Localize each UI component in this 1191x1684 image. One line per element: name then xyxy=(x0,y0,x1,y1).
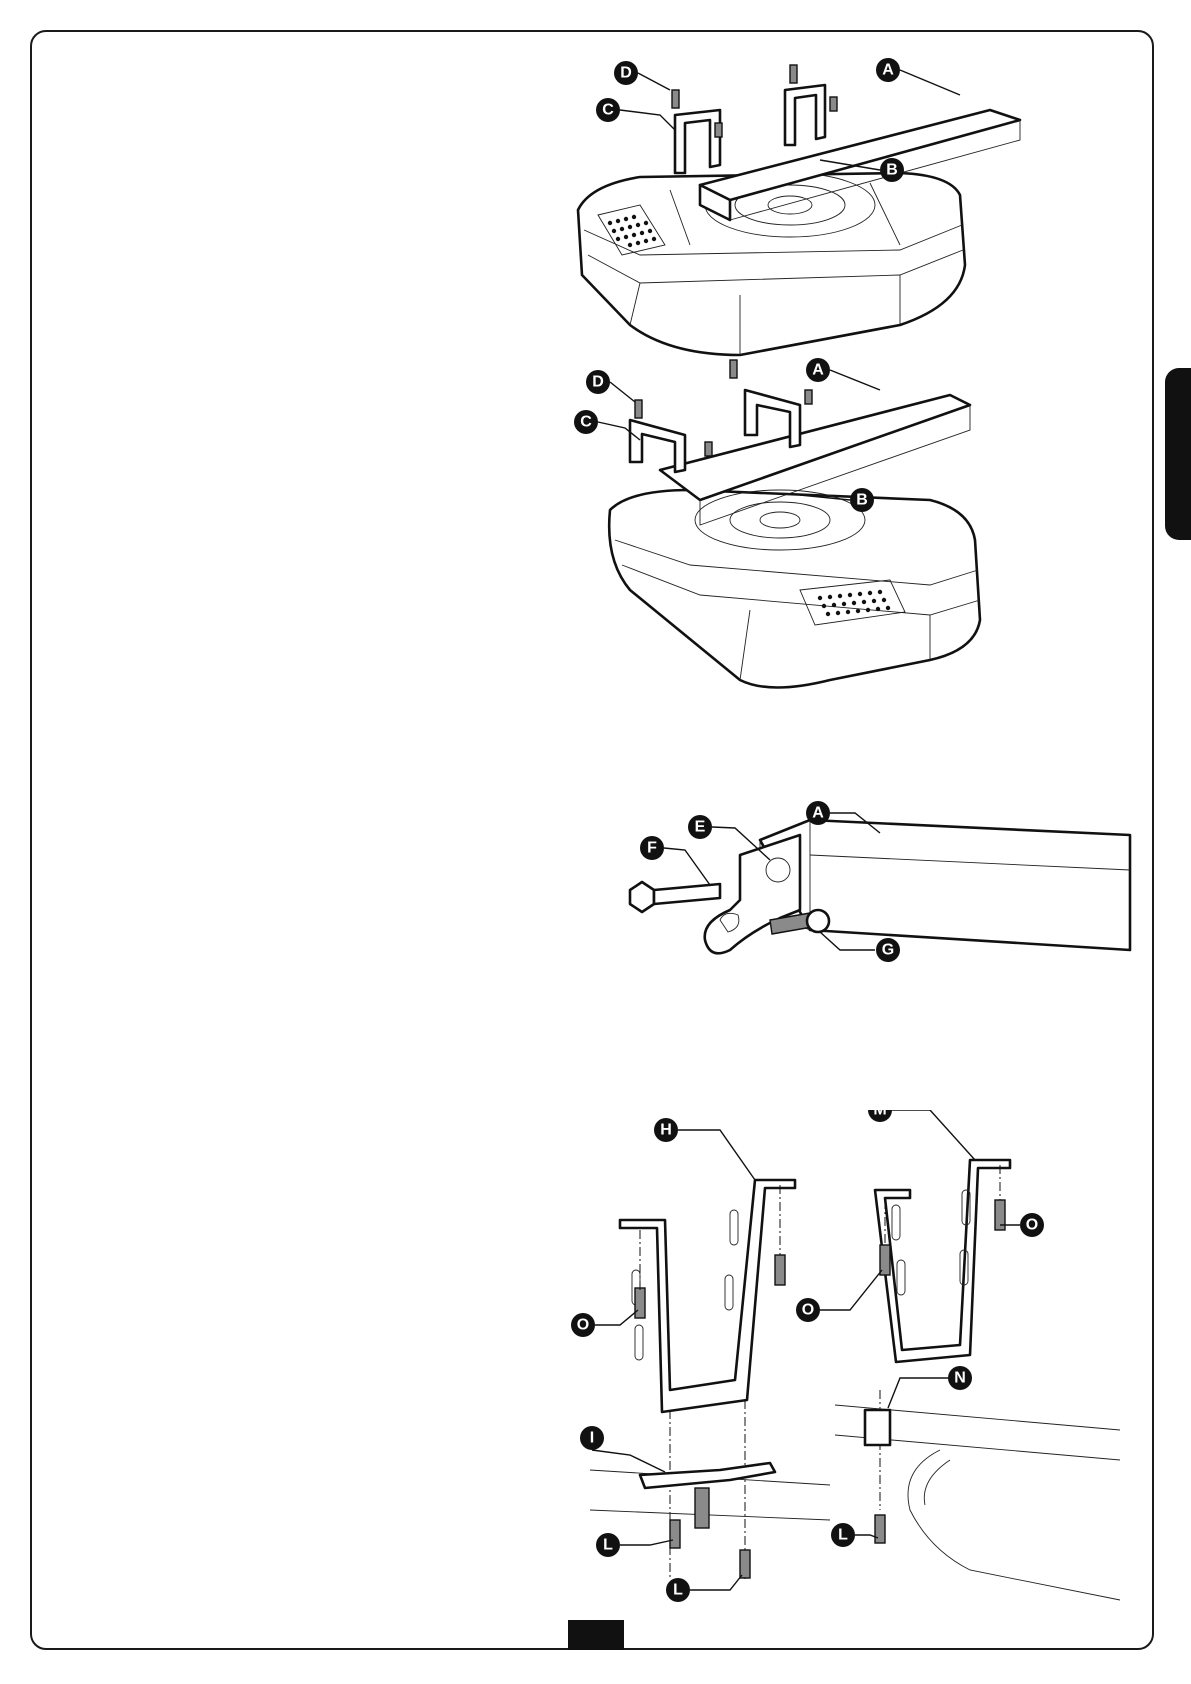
label-m: M xyxy=(868,1110,892,1122)
svg-text:A: A xyxy=(812,805,824,822)
label-f: F xyxy=(640,836,664,860)
motor-housing-outline-2 xyxy=(609,490,980,688)
svg-text:O: O xyxy=(1026,1217,1038,1234)
label-o-3: O xyxy=(1020,1213,1044,1237)
svg-text:B: B xyxy=(856,492,868,509)
screw-d-3 xyxy=(635,400,642,418)
label-a: A xyxy=(876,58,900,82)
svg-text:D: D xyxy=(620,65,632,82)
figure-rail-end-bracket-drawing: F E A G xyxy=(610,800,1140,1000)
screw-d-2 xyxy=(790,65,797,83)
figure-motor-rail-rotated: D C A B xyxy=(570,350,1130,740)
svg-text:F: F xyxy=(647,840,657,857)
label-h: H xyxy=(654,1118,678,1142)
label-d-2: D xyxy=(586,370,610,394)
svg-text:A: A xyxy=(812,362,824,379)
label-c-2: C xyxy=(574,410,598,434)
svg-text:C: C xyxy=(580,414,592,431)
svg-text:H: H xyxy=(660,1122,672,1139)
clip-i xyxy=(640,1463,775,1488)
label-a-2: A xyxy=(806,358,830,382)
screw-o-1 xyxy=(635,1288,645,1318)
svg-text:O: O xyxy=(577,1317,589,1334)
screw-l-1 xyxy=(670,1520,680,1548)
label-o-2: O xyxy=(796,1298,820,1322)
figure-rail-end-bracket: F E A G xyxy=(610,800,1140,1000)
svg-text:E: E xyxy=(695,819,706,836)
figure-motor-rail-top-drawing: D C A B xyxy=(570,55,1130,375)
bolt-f-shank xyxy=(654,884,720,904)
figure-suspension-brackets-drawing: H M O O O N I L L L xyxy=(570,1110,1130,1610)
label-l-1: L xyxy=(596,1533,620,1557)
svg-text:B: B xyxy=(886,162,898,179)
screw-o-2 xyxy=(775,1255,785,1285)
svg-text:D: D xyxy=(592,374,604,391)
label-b-2: B xyxy=(850,488,874,512)
label-l-3: L xyxy=(831,1523,855,1547)
label-d: D xyxy=(614,61,638,85)
figure-motor-rail-rotated-drawing: D C A B xyxy=(570,350,1130,740)
label-e: E xyxy=(688,815,712,839)
bracket-c-right xyxy=(785,85,825,145)
label-o-1: O xyxy=(571,1313,595,1337)
bracket-c-left xyxy=(675,110,720,173)
screw-d-1 xyxy=(672,90,679,108)
screw-d-4 xyxy=(730,360,737,378)
svg-text:I: I xyxy=(590,1430,594,1447)
page-number-box xyxy=(568,1620,624,1650)
svg-text:G: G xyxy=(882,942,894,959)
clip-n xyxy=(865,1410,890,1445)
screw-l-3 xyxy=(875,1515,885,1543)
figure-suspension-brackets: H M O O O N I L L L xyxy=(570,1110,1130,1610)
label-g: G xyxy=(876,938,900,962)
svg-text:L: L xyxy=(603,1537,613,1554)
label-i: I xyxy=(580,1426,604,1450)
svg-text:A: A xyxy=(882,62,894,79)
svg-text:O: O xyxy=(802,1302,814,1319)
label-b: B xyxy=(880,158,904,182)
label-a-3: A xyxy=(806,801,830,825)
bracket-h xyxy=(620,1180,795,1412)
svg-text:M: M xyxy=(873,1110,886,1119)
svg-text:L: L xyxy=(673,1582,683,1599)
svg-text:C: C xyxy=(602,102,614,119)
figure-motor-rail-top: D C A B xyxy=(570,55,1130,375)
bracket-m xyxy=(875,1160,1010,1362)
label-l-2: L xyxy=(666,1578,690,1602)
chapter-tab xyxy=(1165,368,1191,540)
label-c: C xyxy=(596,98,620,122)
svg-text:L: L xyxy=(838,1527,848,1544)
bracket-c-2-left xyxy=(630,420,685,472)
bracket-c-2-right xyxy=(745,390,800,447)
svg-text:N: N xyxy=(954,1370,966,1387)
bolt-f-head xyxy=(630,882,654,912)
label-n: N xyxy=(948,1366,972,1390)
screw-l-2 xyxy=(740,1550,750,1578)
